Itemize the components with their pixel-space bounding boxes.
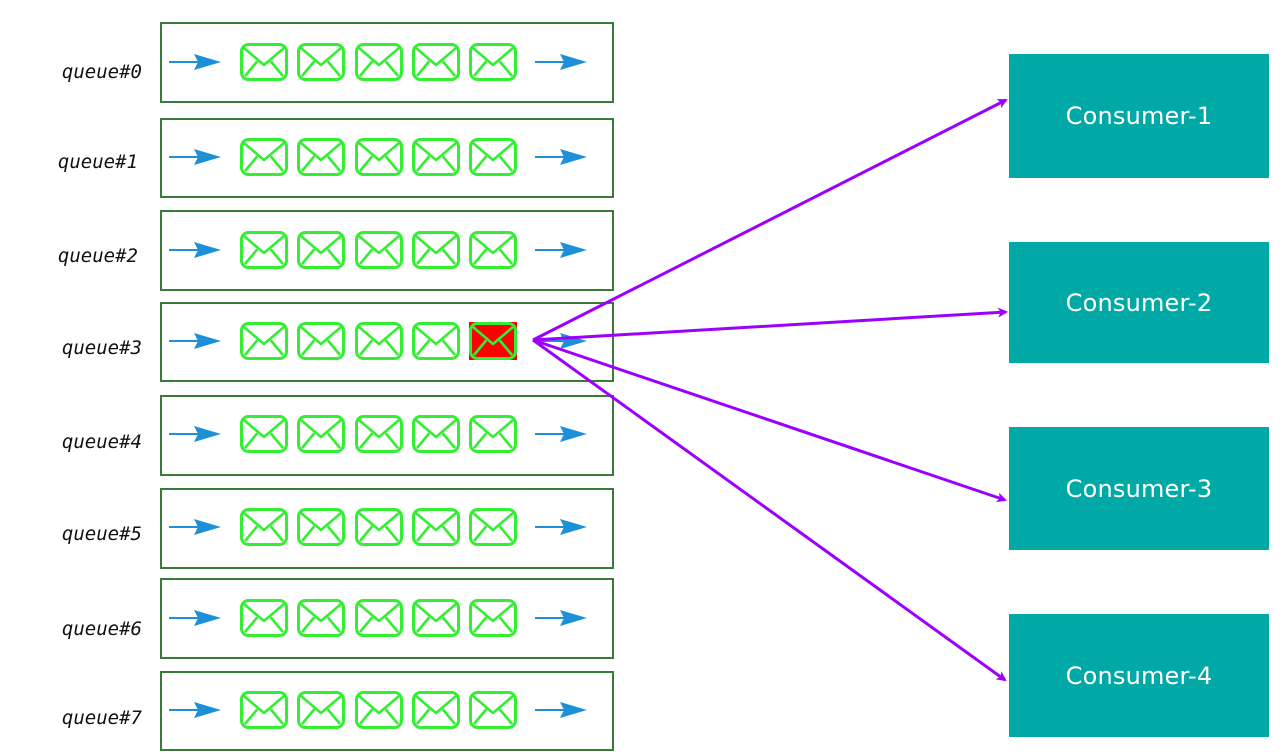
queue-label: queue#1 — [57, 151, 138, 173]
queue-box-4 — [160, 395, 614, 476]
queue-box-2 — [160, 210, 614, 291]
queue-box-0 — [160, 22, 614, 103]
consumer-label: Consumer-1 — [1065, 102, 1213, 130]
queue-box-6 — [160, 578, 614, 659]
consumer-label: Consumer-2 — [1065, 288, 1213, 317]
consumer-box-3: Consumer-3 — [1009, 427, 1269, 550]
queue-label: queue#3 — [61, 337, 142, 359]
queue-label: queue#7 — [61, 707, 142, 729]
queue-label: queue#4 — [61, 431, 142, 453]
queue-box-3 — [160, 302, 614, 382]
consumer-label: Consumer-3 — [1065, 474, 1213, 503]
queue-label: queue#5 — [61, 523, 142, 545]
queue-box-1 — [160, 118, 614, 198]
queue-box-5 — [160, 488, 614, 569]
consumer-label: Consumer-4 — [1065, 661, 1213, 690]
consumer-box-4: Consumer-4 — [1009, 614, 1269, 737]
queue-label: queue#2 — [57, 245, 138, 267]
queue-label: queue#6 — [61, 618, 142, 640]
consumer-box-2: Consumer-2 — [1009, 242, 1269, 363]
queue-box-7 — [160, 671, 614, 751]
consumer-box-1: Consumer-1 — [1009, 54, 1269, 178]
queue-label: queue#0 — [61, 61, 142, 83]
